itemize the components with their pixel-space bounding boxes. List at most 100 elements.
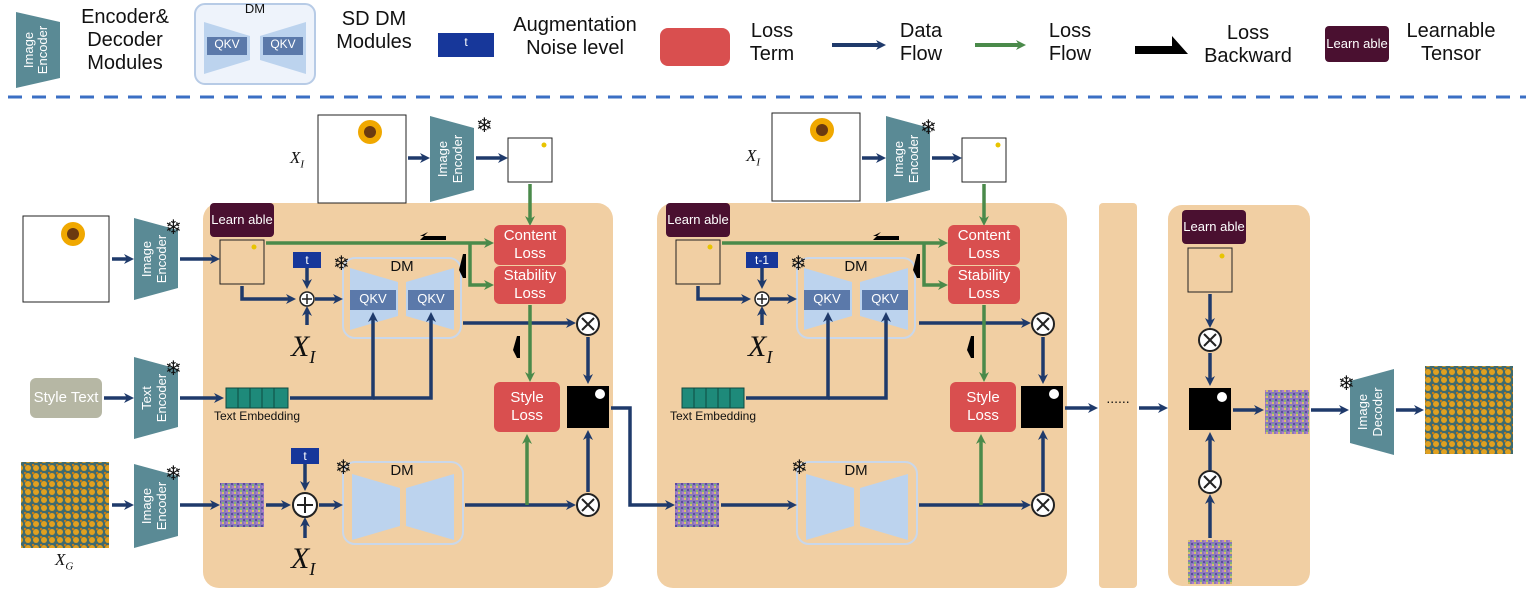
learnable-tag-2: Learn able bbox=[666, 203, 730, 237]
latent-target-2-dot bbox=[995, 142, 1001, 148]
svg-text:Image: Image bbox=[1355, 394, 1370, 430]
mask-2 bbox=[1021, 386, 1063, 428]
learnable-latent-final-dot bbox=[1219, 253, 1225, 259]
svg-text:Text: Text bbox=[139, 386, 154, 410]
output-image bbox=[1425, 366, 1513, 454]
dm-label-upper-1: DM bbox=[390, 258, 414, 275]
svg-text:Encoder: Encoder bbox=[450, 134, 465, 183]
style-text-input: Style Text bbox=[30, 378, 102, 418]
legend-qkv-left: QKV bbox=[214, 37, 240, 51]
dm-lower-1 bbox=[342, 461, 464, 545]
text-embedding-1 bbox=[225, 387, 289, 409]
dm-label-lower-2: DM bbox=[844, 462, 868, 479]
noise-level-t-3: t bbox=[291, 448, 319, 464]
learnable-latent-2 bbox=[675, 239, 721, 285]
output-latent bbox=[1265, 390, 1309, 434]
legend-loss-backward-arrow bbox=[1135, 36, 1188, 54]
learnable-tag-1: Learn able bbox=[210, 203, 274, 237]
dm-lower-2 bbox=[796, 461, 918, 545]
mask-final bbox=[1189, 388, 1231, 430]
qkv-label-2a: QKV bbox=[813, 291, 841, 306]
data-flow-arrows bbox=[104, 153, 1424, 538]
svg-text:Image: Image bbox=[891, 141, 906, 177]
loss-backward-arrows bbox=[420, 232, 974, 358]
legend-dm-icon bbox=[194, 3, 316, 85]
learnable-tag-final: Learn able bbox=[1182, 210, 1246, 244]
snowflake-icon: ❄ bbox=[920, 115, 937, 139]
snowflake-icon: ❄ bbox=[165, 461, 182, 485]
label-xg: XG bbox=[55, 550, 74, 573]
mul-node-top-2 bbox=[1031, 312, 1055, 336]
noise-level-t-1: t bbox=[293, 252, 321, 268]
text-embedding-2 bbox=[681, 387, 745, 409]
mul-node-bottom-2 bbox=[1031, 493, 1055, 517]
legend-learnable-desc: Learnable Tensor bbox=[1406, 20, 1496, 65]
style-loss-1: Style Loss bbox=[494, 382, 560, 432]
add-node-large-1 bbox=[292, 492, 318, 518]
snowflake-icon: ❄ bbox=[476, 113, 493, 137]
svg-text:Encoder: Encoder bbox=[906, 134, 921, 183]
content-loss-2: Content Loss bbox=[948, 225, 1020, 265]
dm-upper-2 bbox=[796, 257, 916, 339]
legend-loss-flow-desc: Loss Flow bbox=[1048, 20, 1092, 65]
label-xi-panel2: XI bbox=[748, 330, 773, 367]
label-xi-top-2: XI bbox=[746, 146, 761, 169]
legend-qkv-right: QKV bbox=[270, 37, 296, 51]
top-image-xi-1 bbox=[317, 114, 407, 204]
snowflake-icon: ❄ bbox=[165, 215, 182, 239]
stability-loss-2: Stability Loss bbox=[948, 266, 1020, 304]
dm-label-lower-1: DM bbox=[390, 462, 414, 479]
label-xi-top-1: XI bbox=[290, 148, 305, 171]
text-embedding-label-1: Text Embedding bbox=[213, 409, 301, 423]
snowflake-icon: ❄ bbox=[335, 455, 352, 479]
text-encoder: Text Encoder bbox=[134, 357, 178, 439]
legend-aug-desc: Augmentation Noise level bbox=[513, 14, 637, 59]
image-decoder: Image Decoder bbox=[1350, 369, 1394, 455]
svg-text:Encoder: Encoder bbox=[35, 25, 50, 74]
mul-node-bottom-final bbox=[1198, 470, 1222, 494]
legend-learnable-icon: Learn able bbox=[1325, 26, 1389, 62]
image-encoder-top-1: Image Encoder bbox=[430, 116, 474, 202]
noise-level-t-2: t-1 bbox=[746, 252, 778, 268]
legend-loss-backward-desc: Loss Backward bbox=[1204, 22, 1292, 67]
add-node-small-2 bbox=[754, 291, 770, 307]
learnable-latent-final bbox=[1187, 247, 1233, 293]
legend-noise-icon bbox=[438, 33, 494, 57]
text-embedding-label-2: Text Embedding bbox=[669, 409, 757, 423]
svg-text:Image: Image bbox=[21, 32, 36, 68]
legend-encoder-icon: Image Encoder bbox=[16, 12, 60, 88]
svg-text:Image: Image bbox=[435, 141, 450, 177]
svg-text:Image: Image bbox=[139, 241, 154, 277]
snowflake-icon: ❄ bbox=[1338, 371, 1355, 395]
svg-text:Encoder: Encoder bbox=[154, 481, 169, 530]
learnable-latent-2-dot bbox=[707, 244, 713, 250]
svg-text:Encoder: Encoder bbox=[154, 234, 169, 283]
image-encoder-top-2: Image Encoder bbox=[886, 116, 930, 202]
learnable-latent-1 bbox=[219, 239, 265, 285]
stability-loss-1: Stability Loss bbox=[494, 266, 566, 304]
mask-1 bbox=[567, 386, 609, 428]
noisy-latent-2 bbox=[675, 483, 719, 527]
svg-text:Image: Image bbox=[139, 488, 154, 524]
top-image-xi-2 bbox=[771, 112, 861, 202]
dm-upper-1 bbox=[342, 257, 462, 339]
steps-ellipsis: ...... bbox=[1106, 390, 1130, 406]
snowflake-icon: ❄ bbox=[165, 356, 182, 380]
add-node-small-1 bbox=[299, 291, 315, 307]
label-xi-panel1-b: XI bbox=[291, 542, 316, 579]
legend-loss-icon bbox=[660, 28, 730, 66]
legend-loss-desc: Loss Term bbox=[749, 20, 795, 65]
snowflake-icon: ❄ bbox=[333, 251, 350, 275]
noisy-latent-final bbox=[1188, 540, 1232, 584]
noisy-latent-1 bbox=[220, 483, 264, 527]
mul-node-top-final bbox=[1198, 328, 1222, 352]
legend-encoder-desc: Encoder& Decoder Modules bbox=[81, 6, 169, 74]
input-image-xi bbox=[22, 215, 110, 303]
label-xi-panel1-a: XI bbox=[291, 330, 316, 367]
qkv-label-1b: QKV bbox=[417, 291, 445, 306]
snowflake-icon: ❄ bbox=[790, 251, 807, 275]
latent-target-1-dot bbox=[541, 142, 547, 148]
input-image-xg bbox=[21, 462, 109, 548]
frozen-icons: ❄ ❄ ❄ ❄ ❄ ❄ ❄ ❄ ❄ ❄ bbox=[165, 113, 1355, 485]
